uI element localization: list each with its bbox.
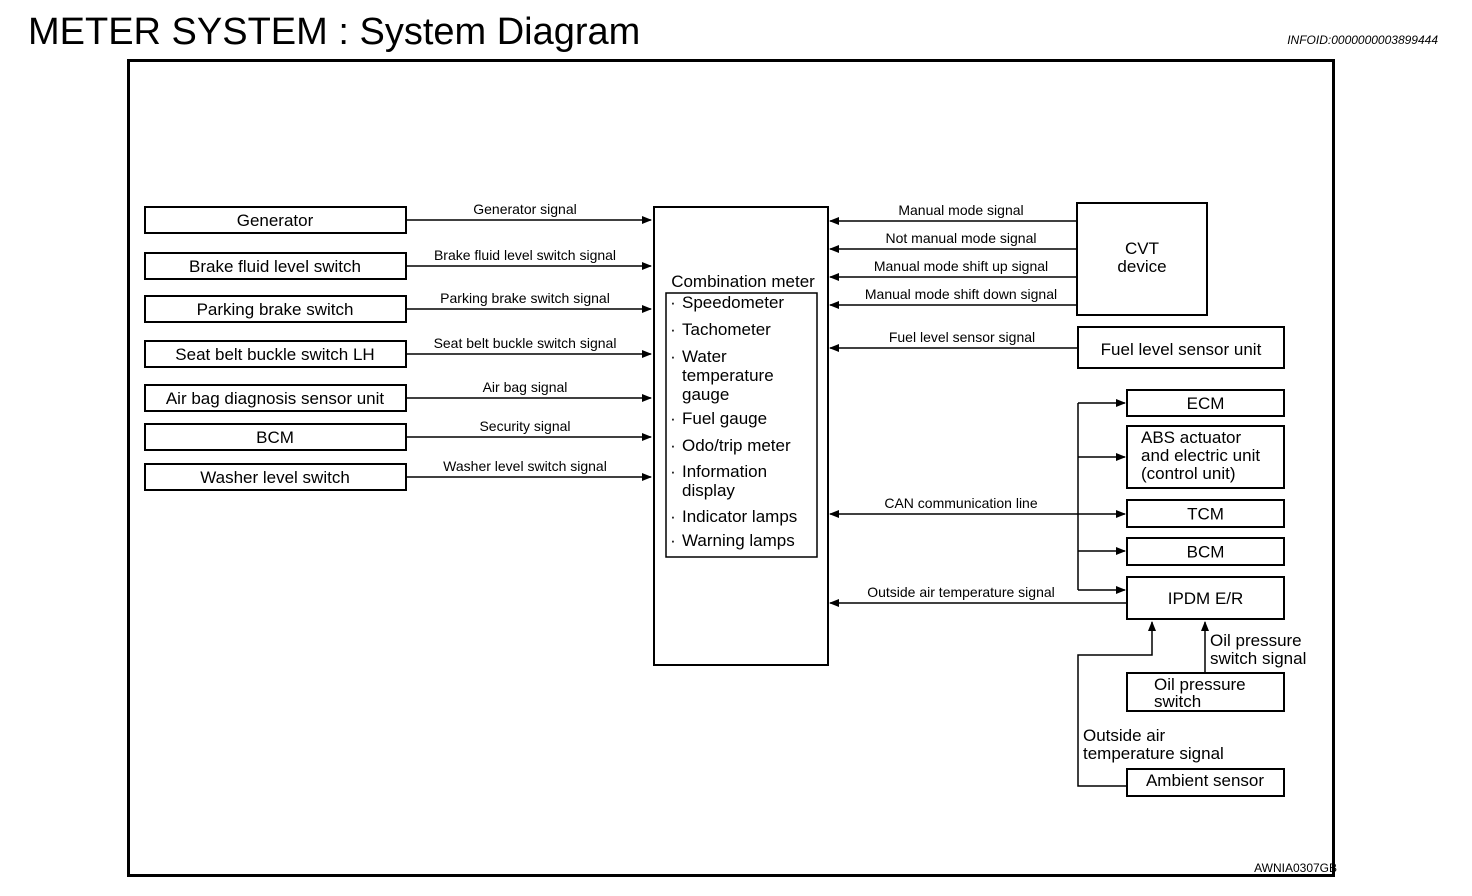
diagram-frame	[127, 59, 1335, 877]
meter-item-information: Information	[682, 462, 767, 481]
can-unit-label-tcm: TCM	[1187, 505, 1224, 524]
cvt-label-cvt: CVT	[1125, 239, 1159, 258]
info-id: INFOID:0000000003899444	[1287, 33, 1438, 47]
fuel-level-signal-label: Fuel level sensor signal	[889, 329, 1035, 345]
signal-label-generator-signal: Generator signal	[473, 201, 577, 217]
input-label-air-bag-diagnosis-sensor-unit: Air bag diagnosis sensor unit	[166, 389, 385, 408]
meter-item-water: Water	[682, 347, 727, 366]
combination-meter-title: Combination meter	[671, 272, 815, 291]
figure-code: AWNIA0307GB	[1254, 861, 1337, 875]
oil-pressure-signal-label-1: Oil pressure	[1210, 631, 1302, 650]
input-box-bcm	[144, 423, 407, 451]
cvt-label-device: device	[1117, 257, 1166, 276]
meter-item-display: display	[682, 481, 735, 500]
input-label-brake-fluid-level-switch: Brake fluid level switch	[189, 257, 361, 276]
signal-label-air-bag-signal: Air bag signal	[483, 379, 568, 395]
input-label-bcm: BCM	[256, 428, 294, 447]
outside-air-signal-label: Outside air temperature signal	[867, 584, 1055, 600]
can-unit-label-control-unit: (control unit)	[1141, 464, 1235, 483]
can-unit-box-abs-actuator	[1126, 425, 1285, 489]
can-unit-box-bcm	[1126, 537, 1285, 566]
can-unit-box-ecm	[1126, 389, 1285, 417]
cvt-signal-label-manual-mode-shift-up-signal: Manual mode shift up signal	[874, 258, 1048, 274]
meter-item-bullet: ·	[670, 436, 676, 455]
signal-label-washer-level-switch-signal: Washer level switch signal	[443, 458, 607, 474]
input-label-washer-level-switch: Washer level switch	[200, 468, 350, 487]
signal-label-security-signal: Security signal	[479, 418, 570, 434]
can-signal-label: CAN communication line	[884, 495, 1037, 511]
ambient-signal-label-1: Outside air	[1083, 726, 1166, 745]
can-unit-label-bcm: BCM	[1187, 543, 1225, 562]
meter-item-speedometer: Speedometer	[682, 293, 784, 312]
meter-item-bullet: ·	[670, 507, 676, 526]
page-title: METER SYSTEM : System Diagram	[28, 11, 641, 53]
meter-item-fuel-gauge: Fuel gauge	[682, 409, 767, 428]
cvt-signal-label-manual-mode-shift-down-signal: Manual mode shift down signal	[865, 286, 1057, 302]
can-unit-label-abs-actuator: ABS actuator	[1141, 428, 1242, 447]
cvt-device-box	[1076, 202, 1208, 316]
meter-item-warning-lamps: Warning lamps	[682, 531, 795, 550]
oil-pressure-switch-label-2: switch	[1154, 692, 1201, 711]
meter-item-bullet: ·	[670, 320, 676, 339]
meter-item-bullet: ·	[670, 409, 676, 428]
oil-pressure-switch-label-1: Oil pressure	[1154, 675, 1246, 694]
ambient-signal-line	[1077, 621, 1156, 787]
ambient-signal-label-2: temperature signal	[1083, 744, 1224, 763]
can-unit-label-ipdm-e-r: IPDM E/R	[1168, 589, 1244, 608]
can-unit-box-ipdm-e-r	[1126, 576, 1285, 620]
ambient-sensor-box	[1126, 768, 1285, 797]
can-unit-box-tcm	[1126, 499, 1285, 528]
meter-item-bullet: ·	[670, 347, 676, 366]
meter-item-gauge: gauge	[682, 385, 729, 404]
input-label-generator: Generator	[237, 211, 314, 230]
combination-meter-items-box	[665, 292, 818, 558]
input-label-seat-belt-buckle-switch-lh: Seat belt buckle switch LH	[175, 345, 374, 364]
cvt-signal-label-manual-mode-signal: Manual mode signal	[898, 202, 1023, 218]
fuel-level-sensor-unit-label: Fuel level sensor unit	[1101, 340, 1262, 359]
input-label-parking-brake-switch: Parking brake switch	[197, 300, 354, 319]
signal-label-parking-brake-switch-signal: Parking brake switch signal	[440, 290, 610, 306]
can-unit-label-and-electric-unit: and electric unit	[1141, 446, 1260, 465]
meter-item-temperature: temperature	[682, 366, 774, 385]
input-box-air-bag-diagnosis-sensor-unit	[144, 384, 407, 412]
meter-item-bullet: ·	[670, 462, 676, 481]
cvt-signal-label-not-manual-mode-signal: Not manual mode signal	[886, 230, 1037, 246]
input-box-seat-belt-buckle-switch-lh	[144, 340, 407, 368]
input-box-generator	[144, 206, 407, 234]
meter-item-bullet: ·	[670, 293, 676, 312]
oil-pressure-signal-label-2: switch signal	[1210, 649, 1306, 668]
can-unit-label-ecm: ECM	[1187, 394, 1225, 413]
signal-label-brake-fluid-level-switch-signal: Brake fluid level switch signal	[434, 247, 616, 263]
meter-item-tachometer: Tachometer	[682, 320, 771, 339]
fuel-level-sensor-unit-box	[1077, 326, 1285, 369]
meter-item-odo-trip-meter: Odo/trip meter	[682, 436, 791, 455]
ambient-sensor-label: Ambient sensor	[1146, 771, 1264, 790]
meter-item-bullet: ·	[670, 531, 676, 550]
meter-item-indicator-lamps: Indicator lamps	[682, 507, 797, 526]
signal-label-seat-belt-buckle-switch-signal: Seat belt buckle switch signal	[434, 335, 617, 351]
